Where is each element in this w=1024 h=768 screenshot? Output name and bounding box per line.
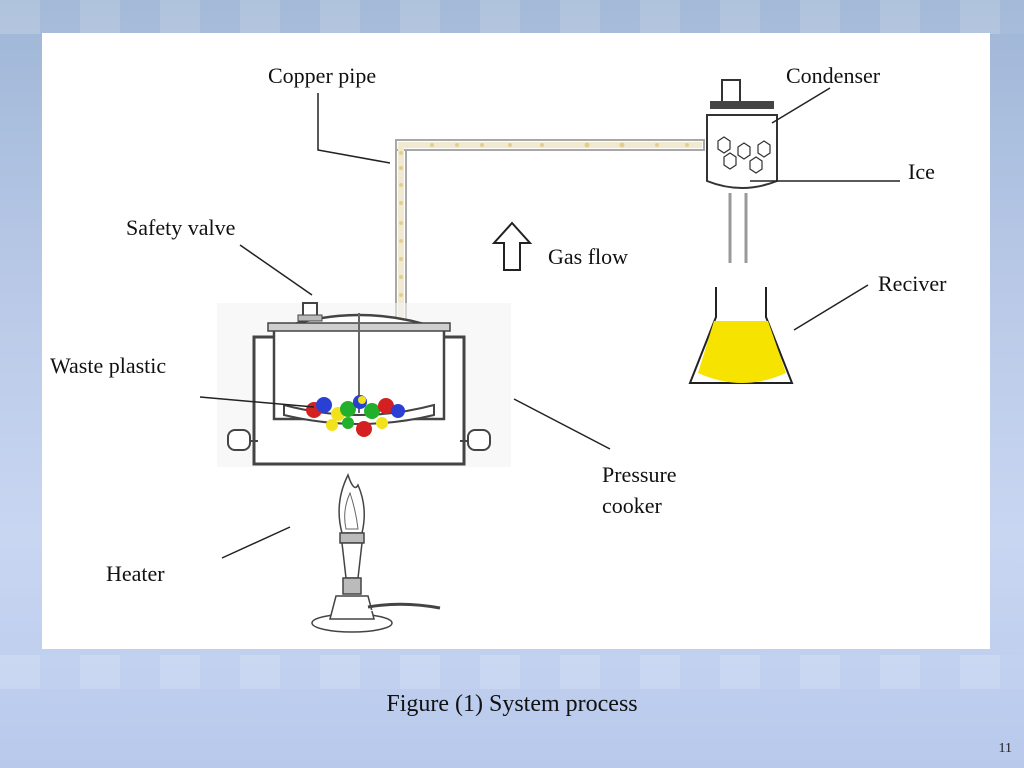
label-waste-plastic: Waste plastic bbox=[50, 353, 166, 378]
gas-flow-arrow-icon bbox=[491, 221, 533, 271]
ice-cubes bbox=[717, 136, 771, 174]
leader-waste-plastic bbox=[199, 396, 315, 408]
pressure-cooker bbox=[217, 303, 511, 467]
leader-copper-pipe bbox=[317, 93, 391, 164]
receiver-flask bbox=[688, 287, 794, 384]
label-copper-pipe: Copper pipe bbox=[268, 63, 376, 88]
background-wave-top bbox=[0, 0, 1024, 34]
slide-number: 11 bbox=[998, 741, 1012, 756]
label-safety-valve: Safety valve bbox=[126, 215, 235, 240]
label-pressure: Pressure bbox=[602, 462, 677, 487]
waste-plastic-pieces bbox=[306, 395, 405, 437]
leader-reciver bbox=[793, 284, 869, 331]
leader-pressure-cooker bbox=[513, 398, 611, 450]
figure-caption: Figure (1) System process bbox=[386, 691, 638, 717]
label-reciver: Reciver bbox=[878, 271, 947, 296]
label-gas-flow: Gas flow bbox=[548, 244, 628, 269]
gas-particles bbox=[399, 142, 689, 297]
system-process-diagram: Copper pipe Condenser Ice Safety valve G… bbox=[50, 63, 947, 633]
leader-safety-valve bbox=[239, 244, 313, 296]
heater-burner bbox=[311, 473, 441, 633]
copper-pipe bbox=[395, 139, 705, 326]
leader-heater bbox=[221, 526, 291, 559]
background-wave-bottom bbox=[0, 655, 1024, 689]
leader-condenser bbox=[771, 87, 831, 124]
label-heater: Heater bbox=[106, 561, 165, 586]
diagram-panel: Copper pipe Condenser Ice Safety valve G… bbox=[42, 33, 990, 649]
condenser bbox=[706, 79, 778, 263]
label-condenser: Condenser bbox=[786, 63, 881, 88]
label-cooker: cooker bbox=[602, 493, 663, 518]
safety-valve bbox=[297, 302, 323, 322]
label-ice: Ice bbox=[908, 159, 935, 184]
leader-lines bbox=[199, 87, 900, 559]
